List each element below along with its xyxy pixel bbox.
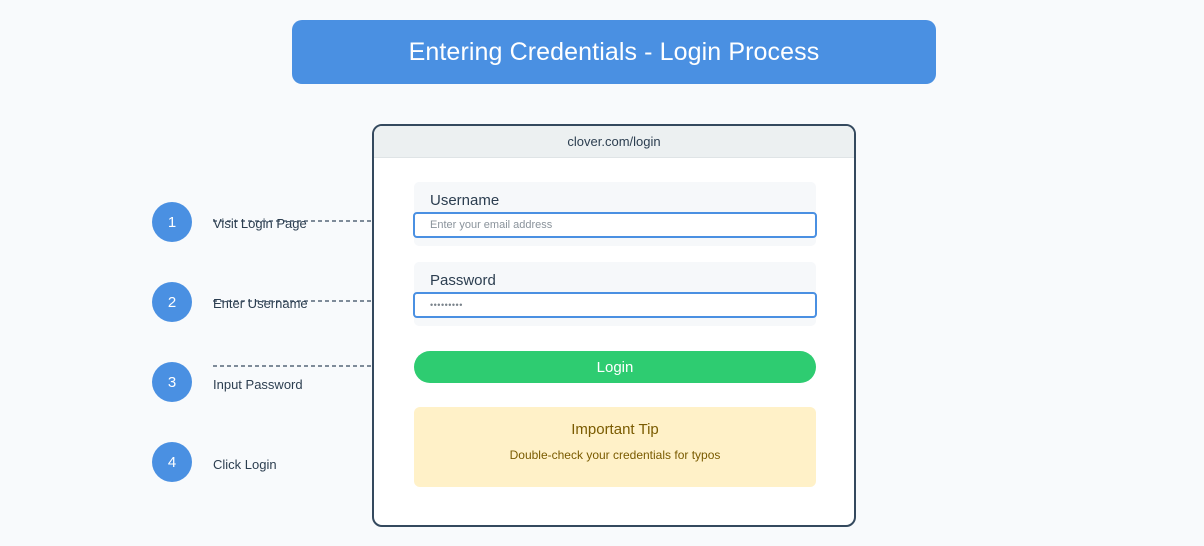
tip-box: Important Tip Double-check your credenti…	[414, 407, 816, 487]
username-field-group: Username Enter your email address	[413, 182, 817, 246]
username-placeholder: Enter your email address	[430, 219, 553, 231]
password-mask: •••••••••	[430, 300, 463, 310]
username-input[interactable]: Enter your email address	[413, 212, 817, 238]
title-banner: Entering Credentials - Login Process	[292, 20, 936, 84]
step-1-circle: 1	[152, 202, 192, 242]
step-2-circle: 2	[152, 282, 192, 322]
step-4-label: Click Login	[213, 457, 277, 472]
step-3-circle: 3	[152, 362, 192, 402]
step-1-label: Visit Login Page	[213, 216, 307, 231]
password-field-group: Password •••••••••	[413, 262, 817, 326]
login-button[interactable]: Login	[414, 351, 816, 383]
step-3-label: Input Password	[213, 377, 303, 392]
address-bar[interactable]: clover.com/login	[374, 126, 854, 158]
password-input[interactable]: •••••••••	[413, 292, 817, 318]
password-label: Password	[430, 272, 496, 289]
username-label: Username	[430, 192, 500, 209]
step-4-circle: 4	[152, 442, 192, 482]
diagram-title: Entering Credentials - Login Process	[408, 37, 820, 66]
step-2-label: Enter Username	[213, 296, 308, 311]
tip-title: Important Tip	[571, 421, 659, 438]
url-text: clover.com/login	[567, 134, 661, 149]
browser-window: clover.com/login Username Enter your ema…	[372, 124, 856, 527]
tip-text: Double-check your credentials for typos	[509, 448, 721, 462]
